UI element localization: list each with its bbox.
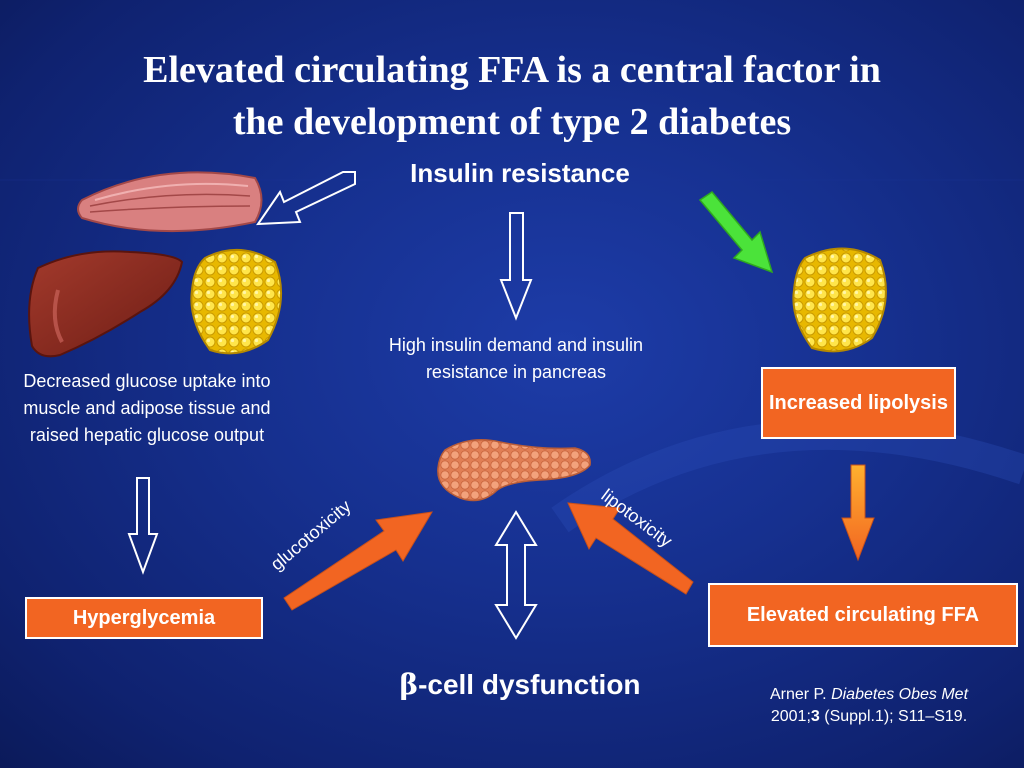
muscle-icon bbox=[77, 171, 263, 233]
citation-journal: Diabetes Obes Met bbox=[831, 686, 969, 703]
hollow-arrow-down-center bbox=[499, 212, 533, 321]
beta-symbol: β bbox=[399, 668, 419, 701]
page-title: Elevated circulating FFA is a central fa… bbox=[20, 44, 1004, 148]
hyperglycemia-box: Hyperglycemia bbox=[25, 597, 263, 639]
title-line-1: Elevated circulating FFA is a central fa… bbox=[143, 49, 881, 91]
citation-pages: (Suppl.1); S11–S19. bbox=[819, 708, 968, 725]
beta-cell-text: -cell dysfunction bbox=[418, 669, 641, 700]
beta-cell-dysfunction-label: β-cell dysfunction bbox=[360, 668, 680, 701]
green-arrow-to-fat bbox=[698, 191, 774, 274]
increased-lipolysis-box: Increased lipolysis bbox=[761, 367, 956, 439]
glucotoxicity-arrow bbox=[283, 511, 433, 611]
citation-author: Arner P. bbox=[769, 686, 832, 703]
liver-icon bbox=[28, 250, 184, 358]
citation-year: 2001; bbox=[770, 708, 811, 725]
citation: Arner P. Diabetes Obes Met 2001;3 (Suppl… bbox=[724, 684, 1014, 728]
elevated-ffa-box: Elevated circulating FFA bbox=[708, 583, 1018, 647]
pancreas-demand-text: High insulin demand and insulin resistan… bbox=[388, 335, 644, 382]
citation-volume: 3 bbox=[810, 708, 820, 725]
lipotoxicity-arrow bbox=[567, 502, 694, 595]
double-arrow-vertical bbox=[494, 510, 538, 640]
insulin-resistance-label: Insulin resistance bbox=[410, 158, 630, 188]
hollow-arrow-to-tissue bbox=[256, 171, 356, 226]
title-line-2: the development of type 2 diabetes bbox=[232, 101, 792, 143]
orange-arrow-down-right bbox=[841, 464, 875, 562]
tissue-effect-text: Decreased glucose uptake into muscle and… bbox=[23, 371, 271, 445]
pancreas-icon bbox=[437, 439, 591, 502]
hollow-arrow-down-left bbox=[127, 477, 159, 575]
adipose-icon bbox=[190, 248, 283, 355]
adipose-icon bbox=[792, 247, 887, 353]
